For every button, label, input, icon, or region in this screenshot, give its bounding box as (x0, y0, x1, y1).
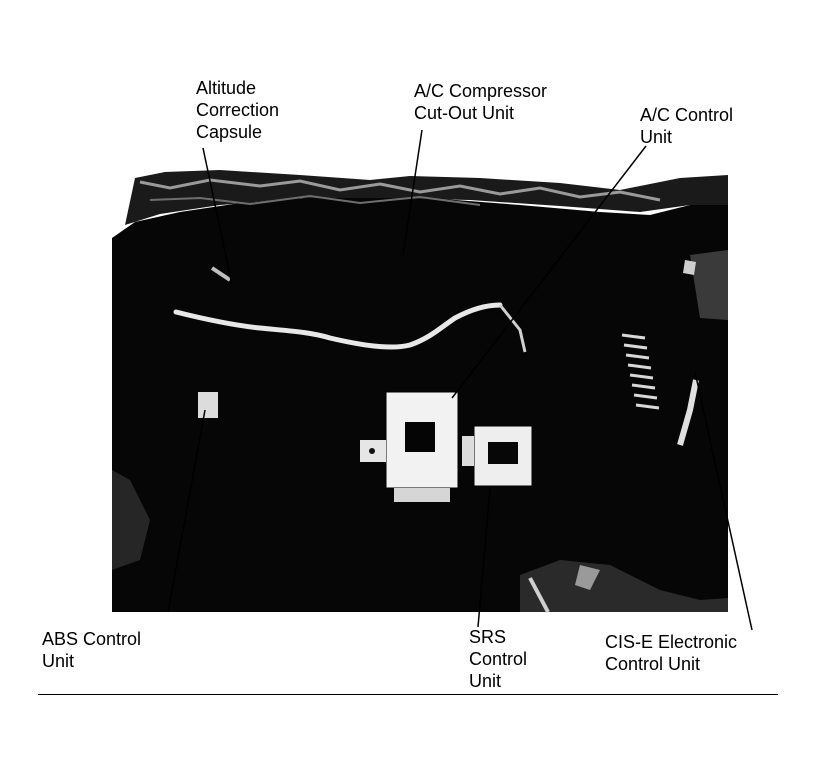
leader-lines (167, 129, 753, 631)
label-line: CIS-E Electronic (605, 632, 738, 652)
hose (173, 266, 527, 353)
label-altitude-correction-capsule: Altitude Correction Capsule (196, 77, 279, 143)
ac-control-unit-shape (360, 391, 459, 502)
photo-background (112, 170, 728, 613)
label-abs-control-unit: ABS Control Unit (42, 628, 141, 672)
leader-abs (167, 409, 206, 613)
label-line: Unit (42, 651, 75, 671)
label-srs-control-unit: SRS Control Unit (469, 626, 527, 692)
label-line: Control (469, 649, 528, 669)
label-ac-compressor-cutout-unit: A/C Compressor Cut-Out Unit (414, 80, 547, 124)
label-line: Correction (196, 100, 280, 120)
label-ac-control-unit: A/C Control Unit (640, 104, 733, 148)
abs-control-unit-shape (198, 392, 218, 418)
label-line: ABS Control (42, 629, 142, 649)
leader-compressor (402, 129, 423, 256)
label-line: A/C Compressor (414, 81, 548, 101)
label-line: Unit (640, 127, 673, 147)
bottom-divider (38, 694, 778, 695)
label-cise-electronic-control-unit: CIS-E Electronic Control Unit (605, 631, 737, 675)
label-line: A/C Control (640, 105, 734, 125)
srs-control-unit-shape (462, 425, 533, 487)
rod (677, 379, 699, 446)
label-line: Cut-Out Unit (414, 103, 515, 123)
label-line: Altitude (196, 78, 257, 98)
leader-altitude (202, 147, 233, 286)
leader-ac-control (451, 145, 647, 399)
leader-srs (477, 487, 491, 628)
label-line: SRS (469, 627, 507, 647)
leader-cise (694, 371, 753, 631)
label-line: Unit (469, 671, 502, 691)
spring (621, 333, 660, 410)
label-line: Capsule (196, 122, 263, 142)
label-line: Control Unit (605, 654, 701, 674)
